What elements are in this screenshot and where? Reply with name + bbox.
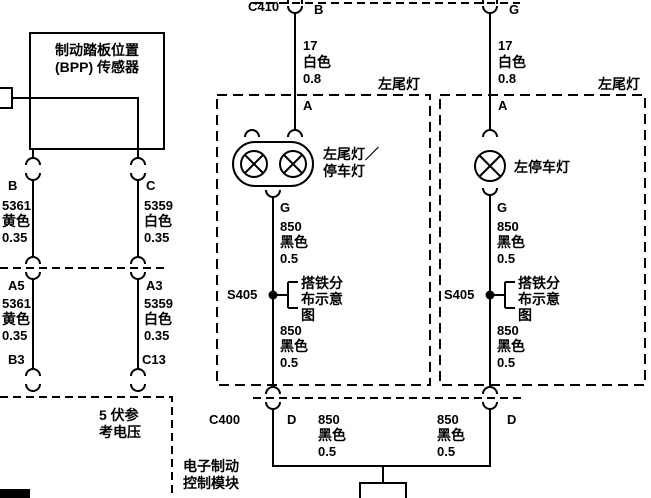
splice1-note-3: 图 bbox=[301, 307, 315, 323]
lamp2-pin-a: A bbox=[498, 98, 508, 113]
c400-label: C400 bbox=[209, 412, 240, 427]
white-gauge-2: 0.35 bbox=[144, 328, 169, 343]
c410-label: C410 bbox=[248, 0, 279, 14]
gnd1b-circuit: 850 bbox=[280, 323, 302, 338]
ref-voltage-label-2: 考电压 bbox=[99, 424, 141, 440]
lamp2-name: 左停车灯 bbox=[513, 159, 570, 175]
gnd2c-color: 黑色 bbox=[437, 427, 465, 443]
inline-connector-icon bbox=[130, 368, 146, 392]
ebcm-name-2: 控制模块 bbox=[183, 475, 240, 491]
pin-c13-label: C13 bbox=[142, 352, 166, 367]
gnd1b-color: 黑色 bbox=[280, 338, 308, 354]
ebcm-name-1: 电子制动 bbox=[183, 458, 239, 474]
feed1-color: 白色 bbox=[303, 54, 331, 70]
gnd2b-gauge: 0.5 bbox=[497, 355, 515, 370]
pin-b-label: B bbox=[8, 178, 17, 193]
splice1-note-2: 布示意 bbox=[301, 291, 343, 307]
yellow-circuit-2: 5361 bbox=[2, 296, 31, 311]
gnd1a-color: 黑色 bbox=[280, 234, 308, 250]
lamp1-pin-g: G bbox=[280, 200, 290, 215]
lamp2-bulb-outline-icon bbox=[474, 150, 506, 182]
splice2-note-1: 搭铁分 bbox=[518, 275, 560, 291]
gnd2a-color: 黑色 bbox=[497, 234, 525, 250]
splice1-branch-icon bbox=[273, 281, 298, 309]
gnd1b-gauge: 0.5 bbox=[280, 355, 298, 370]
lamp1-filament-left-icon bbox=[240, 150, 268, 178]
splice2-branch-icon bbox=[490, 281, 515, 309]
c410-pin-b: B bbox=[314, 2, 323, 17]
lamp1-dashed-box bbox=[216, 94, 431, 386]
yellow-color-2: 黄色 bbox=[2, 311, 30, 327]
gnd2a-gauge: 0.5 bbox=[497, 251, 515, 266]
sensor-signal-wire bbox=[12, 97, 139, 158]
c410-pin-g: G bbox=[509, 2, 519, 17]
lamp1-name-2: 停车灯 bbox=[323, 163, 365, 179]
white-color-2: 白色 bbox=[144, 311, 172, 327]
ground-junction-wires bbox=[272, 409, 491, 483]
bpp-sensor-name-2: (BPP) 传感器 bbox=[55, 59, 140, 75]
lamp1-filament-x-icon bbox=[244, 154, 303, 174]
splice2-note-3: 图 bbox=[518, 307, 532, 323]
lamp2-socket-contact-icon bbox=[482, 129, 498, 138]
white-color-1: 白色 bbox=[144, 213, 172, 229]
feed1-gauge: 0.8 bbox=[303, 71, 321, 86]
cutoff-element bbox=[0, 489, 30, 498]
gnd2a-circuit: 850 bbox=[497, 219, 519, 234]
gnd2b-circuit: 850 bbox=[497, 323, 519, 338]
gnd1c-color: 黑色 bbox=[318, 427, 346, 443]
lamp2-filament-x-icon bbox=[478, 154, 502, 178]
lamp2-bottom-contact-icon bbox=[482, 187, 498, 196]
inline-connector-icon bbox=[25, 368, 41, 392]
bpp-sensor-name-1: 制动踏板位置 bbox=[55, 42, 139, 58]
inline-connector-icon bbox=[25, 157, 41, 181]
gnd1a-circuit: 850 bbox=[280, 219, 302, 234]
c410-terminal-b-icon bbox=[287, 0, 303, 14]
inline-connector-icon bbox=[130, 157, 146, 181]
sensor-element-box bbox=[0, 87, 13, 109]
white-circuit-1: 5359 bbox=[144, 198, 173, 213]
ground-point-box bbox=[359, 482, 407, 498]
pin-c-label: C bbox=[146, 178, 156, 193]
pin-a5-label: A5 bbox=[8, 278, 25, 293]
ref-voltage-label-1: 5 伏参 bbox=[99, 407, 140, 423]
gnd2c-gauge: 0.5 bbox=[437, 444, 455, 459]
splice1-note-1: 搭铁分 bbox=[301, 275, 343, 291]
feed2-circuit: 17 bbox=[498, 38, 512, 53]
feed2-color: 白色 bbox=[498, 54, 526, 70]
lamp2-dashed-box bbox=[439, 94, 646, 386]
c410-terminal-g-icon bbox=[482, 0, 498, 14]
white-circuit-2: 5359 bbox=[144, 296, 173, 311]
lamp2-pin-g: G bbox=[497, 200, 507, 215]
yellow-color-1: 黄色 bbox=[2, 213, 30, 229]
lamp1-socket-contacts-icon bbox=[244, 129, 303, 138]
c400-pin-d-right: D bbox=[507, 412, 516, 427]
feed2-gauge: 0.8 bbox=[498, 71, 516, 86]
lamp1-pin-a: A bbox=[303, 98, 313, 113]
pin-b3-label: B3 bbox=[8, 352, 25, 367]
splice1-label: S405 bbox=[227, 287, 257, 302]
pin-a3-label: A3 bbox=[146, 278, 163, 293]
gnd2b-color: 黑色 bbox=[497, 338, 525, 354]
splice2-note-2: 布示意 bbox=[518, 291, 560, 307]
lamp1-name-1: 左尾灯／ bbox=[322, 146, 379, 162]
gnd1c-gauge: 0.5 bbox=[318, 444, 336, 459]
white-gauge-1: 0.35 bbox=[144, 230, 169, 245]
lamp2-box-label: 左尾灯 bbox=[597, 76, 640, 92]
yellow-gauge-2: 0.35 bbox=[2, 328, 27, 343]
ebcm-module-dashed-boundary bbox=[0, 396, 173, 498]
lamp1-box-label: 左尾灯 bbox=[377, 76, 420, 92]
c400-pin-d-left: D bbox=[287, 412, 296, 427]
bpp-sensor-box bbox=[29, 32, 165, 150]
feed1-circuit: 17 bbox=[303, 38, 317, 53]
lamp1-bulb-outline-icon bbox=[232, 141, 314, 187]
yellow-circuit-1: 5361 bbox=[2, 198, 31, 213]
lamp1-bottom-contact-icon bbox=[265, 189, 281, 198]
lamp1-filament-right-icon bbox=[279, 150, 307, 178]
gnd2c-circuit: 850 bbox=[437, 412, 459, 427]
gnd1c-circuit: 850 bbox=[318, 412, 340, 427]
splice2-label: S405 bbox=[444, 287, 474, 302]
yellow-gauge-1: 0.35 bbox=[2, 230, 27, 245]
gnd1a-gauge: 0.5 bbox=[280, 251, 298, 266]
